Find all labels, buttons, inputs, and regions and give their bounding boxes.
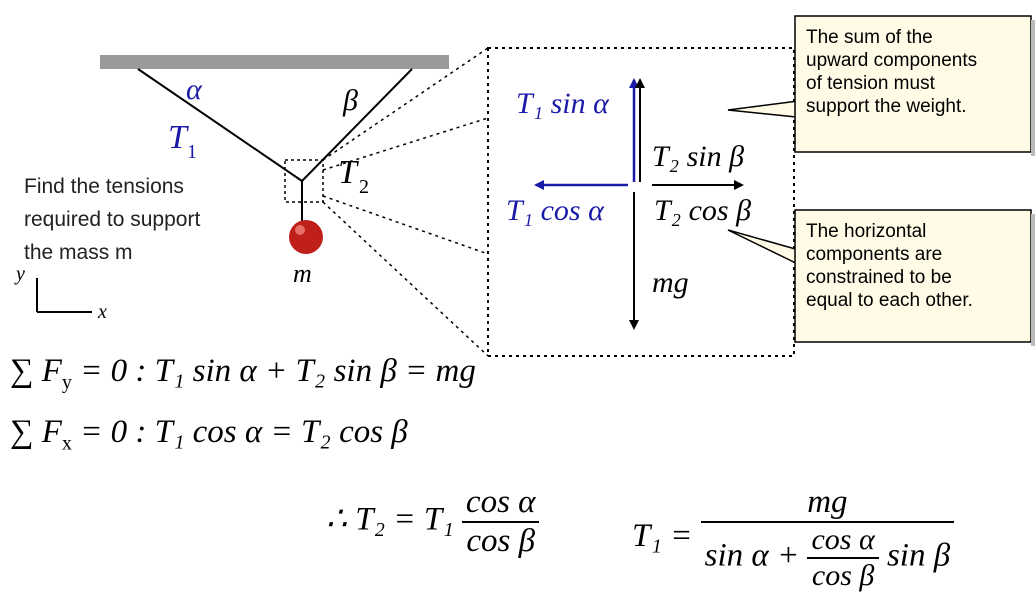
sum-fy-rest: = 0 : T₁ sin α + T₂ sin β = mg: [71, 353, 476, 389]
mass-ball: [289, 220, 323, 254]
t1-eq-den-frac-num: cos α: [807, 523, 879, 559]
callout-top-line-4: support the weight.: [806, 96, 967, 117]
callout-bottom-pointer: [727, 229, 807, 269]
t2-eq-denominator: cos β: [466, 523, 536, 559]
problem-statement: Find the tensions required to support th…: [24, 170, 200, 269]
t2-label: T: [338, 154, 359, 191]
sum-fx-sub: x: [61, 432, 72, 455]
t1-eq-den-b: sin β: [886, 537, 951, 574]
connector-3: [322, 201, 489, 357]
t1-sub-label: 1: [187, 141, 197, 163]
ceiling-bar: [100, 55, 449, 69]
callout-top-line-3: of tension must: [806, 73, 935, 94]
callout-bottom-box: [794, 209, 1032, 343]
equation-sum-fx: ∑ Fx = 0 : T₁ cos α = T₂ cos β: [10, 414, 408, 456]
problem-line-1: Find the tensions: [24, 175, 184, 198]
string-t1: [137, 68, 303, 182]
inset-mg-label: mg: [652, 266, 689, 299]
equation-t1: T₁ = mg sin α + cos α cos β sin β: [632, 484, 955, 593]
alpha-label: α: [186, 73, 203, 106]
callout-top-shadow: [1031, 20, 1035, 156]
sum-fx-symbol: ∑ F: [10, 414, 62, 450]
connector-4: [322, 195, 489, 255]
t1-label: T: [168, 119, 189, 156]
axis-y-label: y: [14, 263, 25, 285]
sum-fy-sub: y: [61, 371, 72, 394]
inset-t1-sin-label: T₁ sin α: [516, 87, 610, 120]
problem-line-3: the mass m: [24, 241, 133, 264]
t1-eq-den-frac-den: cos β: [811, 559, 875, 592]
inset-box: [487, 47, 795, 357]
beta-label: β: [342, 84, 358, 117]
callout-bottom-line-3: constrained to be: [806, 267, 952, 288]
t2-eq-numerator: cos α: [461, 484, 540, 523]
inset-t2-cos-label: T₂ cos β: [654, 194, 751, 227]
sum-fy-symbol: ∑ F: [10, 353, 62, 389]
callout-bottom-line-4: equal to each other.: [806, 290, 973, 311]
t1-eq-numerator: mg: [700, 484, 955, 523]
t1-eq-den-a: sin α +: [704, 537, 800, 574]
equation-sum-fy: ∑ Fy = 0 : T₁ sin α + T₂ sin β = mg: [10, 353, 476, 395]
t1-eq-den-fraction: cos α cos β: [807, 523, 879, 593]
sum-fx-rest: = 0 : T₁ cos α = T₂ cos β: [71, 414, 408, 450]
t1-eq-denominator: sin α + cos α cos β sin β: [701, 523, 955, 593]
equation-t2: ∴ T₂ = T₁ cos α cos β: [326, 484, 540, 560]
connector-1: [322, 47, 489, 161]
t2-eq-lhs: ∴ T₂ = T₁: [326, 501, 454, 538]
axis-x-label: x: [97, 301, 107, 323]
mass-label: m: [293, 259, 312, 288]
connector-2: [322, 117, 489, 171]
callout-top-line-2: upward components: [806, 50, 978, 71]
inset-t1-cos-label: T₁ cos α: [506, 194, 605, 227]
callout-top-text: The sum of the upward components of tens…: [806, 26, 977, 118]
problem-line-2: required to support: [24, 208, 201, 231]
callout-top-pointer: [727, 99, 807, 119]
callout-bottom-text: The horizontal components are constraine…: [806, 220, 973, 312]
t1-eq-fraction: mg sin α + cos α cos β sin β: [700, 484, 955, 593]
mass-highlight: [295, 225, 305, 235]
callout-bottom-shadow: [1031, 214, 1035, 346]
callout-top-line-1: The sum of the: [806, 27, 933, 48]
t1-eq-lhs: T₁ =: [632, 518, 693, 555]
inset-t2-sin-label: T₂ sin β: [652, 140, 744, 173]
t2-sub-label: 2: [359, 176, 369, 198]
callout-bottom-line-2: components are: [806, 244, 943, 265]
string-t2: [301, 68, 413, 182]
junction-zoom-box: [284, 159, 324, 203]
t2-eq-fraction: cos α cos β: [461, 484, 540, 560]
callout-bottom-line-1: The horizontal: [806, 221, 927, 242]
